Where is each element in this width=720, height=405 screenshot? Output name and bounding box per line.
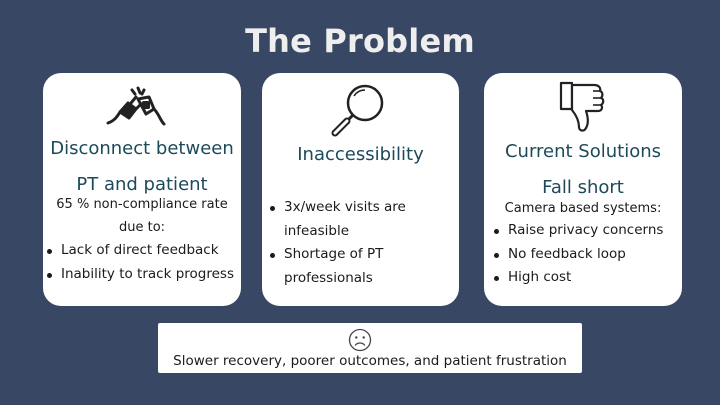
broken-plug-icon (106, 86, 166, 126)
list-item: Lack of direct feedback (45, 239, 235, 263)
card-heading-line2: PT and patient (76, 174, 208, 195)
card-intro-line1: Camera based systems: (504, 201, 662, 216)
card-intro-line1: 65 % non-compliance rate (56, 197, 228, 212)
problem-card-current-solutions: Current Solutions Fall short Camera base… (484, 73, 682, 306)
list-item: Raise privacy concerns (492, 219, 677, 243)
list-item: High cost (492, 266, 677, 290)
sad-face-icon (348, 328, 372, 352)
list-item: Shortage of PT professionals (268, 243, 453, 290)
list-item: No feedback loop (492, 243, 677, 267)
bullet-list: Lack of direct feedback Inability to tra… (45, 239, 235, 286)
magnifying-glass-icon (331, 84, 384, 137)
problem-card-disconnect: Disconnect between PT and patient 65 % n… (43, 73, 241, 306)
outcome-banner: Slower recovery, poorer outcomes, and pa… (158, 323, 582, 373)
card-heading-line1: Inaccessibility (297, 144, 424, 165)
thumbs-down-icon (559, 81, 605, 132)
outcome-text: Slower recovery, poorer outcomes, and pa… (173, 353, 567, 369)
list-item: 3x/week visits are infeasible (268, 196, 453, 243)
card-heading-line1: Disconnect between (50, 138, 234, 159)
card-heading-line1: Current Solutions (504, 141, 662, 162)
list-item: Inability to track progress (45, 263, 235, 287)
slide-title: The Problem (245, 22, 475, 60)
bullet-list: Raise privacy concerns No feedback loop … (492, 219, 677, 290)
card-heading-line2: Fall short (542, 177, 624, 198)
problem-card-inaccessibility: Inaccessibility 3x/week visits are infea… (262, 73, 459, 306)
bullet-list: 3x/week visits are infeasible Shortage o… (268, 196, 453, 290)
card-intro-line2: due to: (118, 220, 166, 235)
